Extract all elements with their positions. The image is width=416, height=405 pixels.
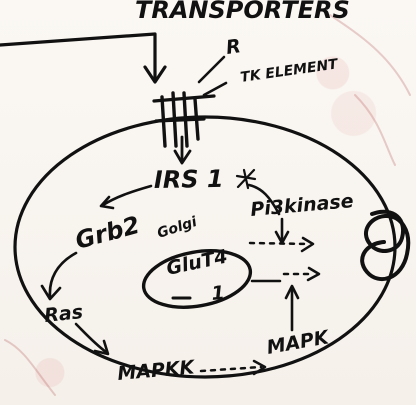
mapkk-to-mapk-arrowhead — [252, 359, 267, 376]
pi3k-dotted-arrow — [248, 241, 311, 246]
vesicle-one-label: 1 — [211, 282, 226, 305]
receptor-bar-cross-1 — [152, 94, 216, 103]
membrane-side-figure — [360, 209, 411, 282]
grb2-label: Grb2 — [72, 211, 142, 255]
irs1-to-grb2-arrowhead — [99, 195, 115, 210]
background-smudge-right — [354, 94, 396, 166]
vesicle-to-membrane-arrowhead — [306, 266, 321, 282]
golgi-label: Golgi — [155, 214, 199, 242]
tk-pointer — [202, 81, 228, 97]
r-pointer — [197, 55, 226, 84]
golgi-glut4-vesicle — [141, 249, 253, 309]
mapk-label: MAPK — [265, 326, 331, 359]
cell-membrane — [13, 115, 397, 379]
ras-label: Ras — [43, 301, 84, 327]
transporters-label: TRANSPORTERS — [135, 0, 350, 24]
r-label: R — [225, 35, 243, 59]
pi3k-dotted-arrowhead — [300, 236, 315, 253]
pi3k-to-membrane-arrowhead — [274, 230, 290, 245]
irs1-to-pi3k — [247, 183, 281, 216]
irs1-label: IRS 1 — [154, 165, 224, 194]
grb2-to-ras-arrowhead — [40, 284, 62, 301]
mapkk-label: MAPKK — [117, 356, 197, 385]
mapk-up-arrowhead — [284, 284, 300, 300]
ras-to-mapkk — [74, 322, 108, 354]
glut4-label: GluT4 — [164, 246, 229, 280]
grb2-to-ras — [48, 251, 78, 298]
entry-arrow — [0, 32, 157, 82]
irs1-star — [235, 168, 257, 190]
background-smudge-bottom-left — [4, 339, 56, 396]
ras-to-mapkk-arrowhead — [93, 339, 110, 356]
background-smudge-top-right — [329, 14, 411, 96]
entry-arrowhead — [143, 65, 167, 84]
tk-element-label: TK ELEMENT — [239, 56, 340, 86]
irs1-to-grb2 — [101, 184, 153, 207]
mapkk-to-mapk-dotted — [199, 365, 263, 373]
irs-down-arrowhead — [173, 149, 192, 165]
